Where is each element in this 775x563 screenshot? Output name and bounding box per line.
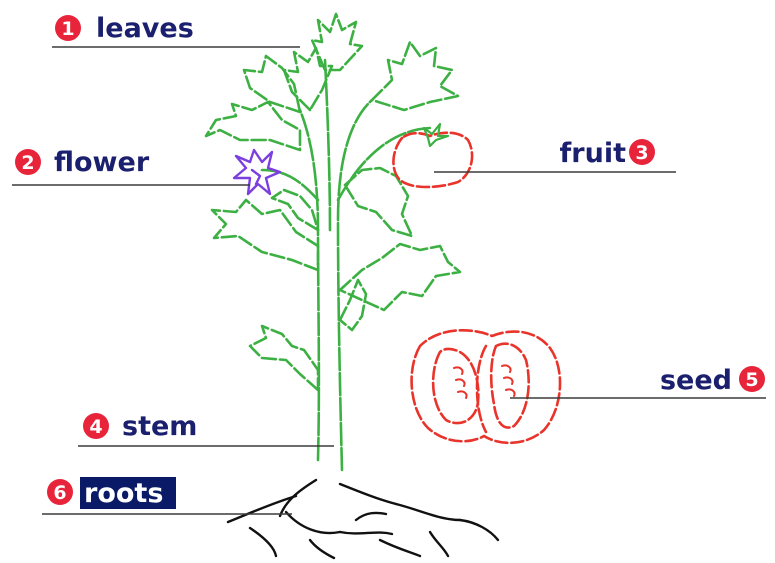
number-badge-2-text: 2 [21, 152, 34, 174]
seed-drawing [412, 330, 560, 443]
label-stem-text: stem [122, 411, 197, 442]
label-flower-text: flower [54, 147, 150, 178]
label-leaves: 1 leaves [55, 13, 194, 44]
label-roots-text: roots [84, 478, 163, 509]
number-badge-6-text: 6 [53, 482, 66, 504]
label-seed: seed 5 [660, 365, 765, 396]
label-stem: 4 stem [83, 411, 197, 442]
number-badge-4-text: 4 [89, 416, 102, 438]
label-fruit-text: fruit [560, 138, 627, 169]
number-badge-1-text: 1 [61, 18, 74, 40]
number-badge-3-text: 3 [635, 142, 648, 164]
leader-lines [12, 47, 766, 514]
plant-illustration [206, 14, 560, 558]
label-flower: 2 flower [15, 147, 150, 178]
roots-drawing [228, 480, 498, 558]
leaves-drawing [206, 14, 460, 390]
label-seed-text: seed [660, 365, 732, 396]
label-leaves-text: leaves [96, 13, 194, 44]
label-fruit: fruit 3 [560, 138, 655, 169]
label-roots: 6 roots [47, 477, 176, 509]
number-badge-5-text: 5 [745, 369, 758, 391]
